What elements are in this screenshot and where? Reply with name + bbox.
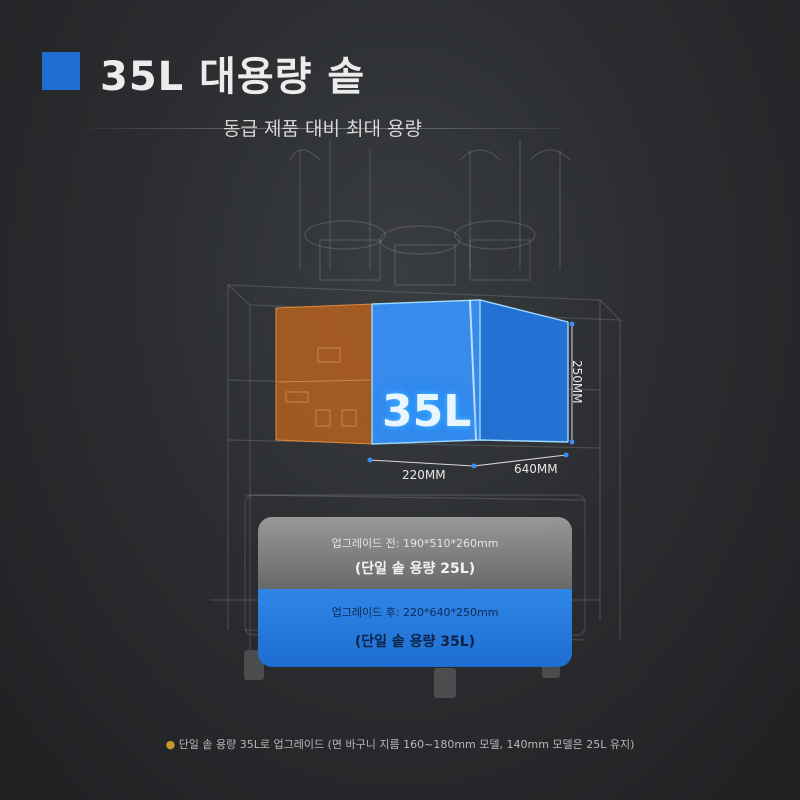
- after-spec-text: 업그레이드 후: 220*640*250mm: [331, 606, 499, 619]
- footnote-text: 단일 솥 용량 35L로 업그레이드 (면 바구니 지름 160~180mm 모…: [178, 738, 635, 751]
- page-subtitle: 동급 제품 대비 최대 용량: [223, 118, 422, 140]
- before-spec-text: 업그레이드 전: 190*510*260mm: [331, 537, 499, 550]
- before-upgrade-section: 업그레이드 전: 190*510*260mm (단일 솥 용량 25L): [258, 517, 572, 589]
- footnote: ● 단일 솥 용량 35L로 업그레이드 (면 바구니 지름 160~180mm…: [0, 736, 800, 752]
- before-capacity-text: (단일 솥 용량 25L): [354, 561, 476, 577]
- footnote-bullet-icon: ●: [165, 738, 176, 751]
- title-accent-square: [42, 52, 80, 90]
- dimension-width-label: 220MM: [402, 468, 446, 482]
- after-upgrade-section: 업그레이드 후: 220*640*250mm (단일 솥 용량 35L): [258, 589, 572, 667]
- subtitle-divider: [92, 128, 562, 129]
- after-capacity-text: (단일 솥 용량 35L): [354, 634, 476, 650]
- dimension-height-label: 250MM: [570, 360, 584, 404]
- upgrade-comparison-panel: 업그레이드 전: 190*510*260mm (단일 솥 용량 25L) 업그레…: [258, 517, 572, 667]
- dimension-depth-label: 640MM: [514, 462, 558, 476]
- capacity-glow-label: 35L: [382, 386, 472, 437]
- page-title: 35L 대용량 솥: [100, 54, 366, 100]
